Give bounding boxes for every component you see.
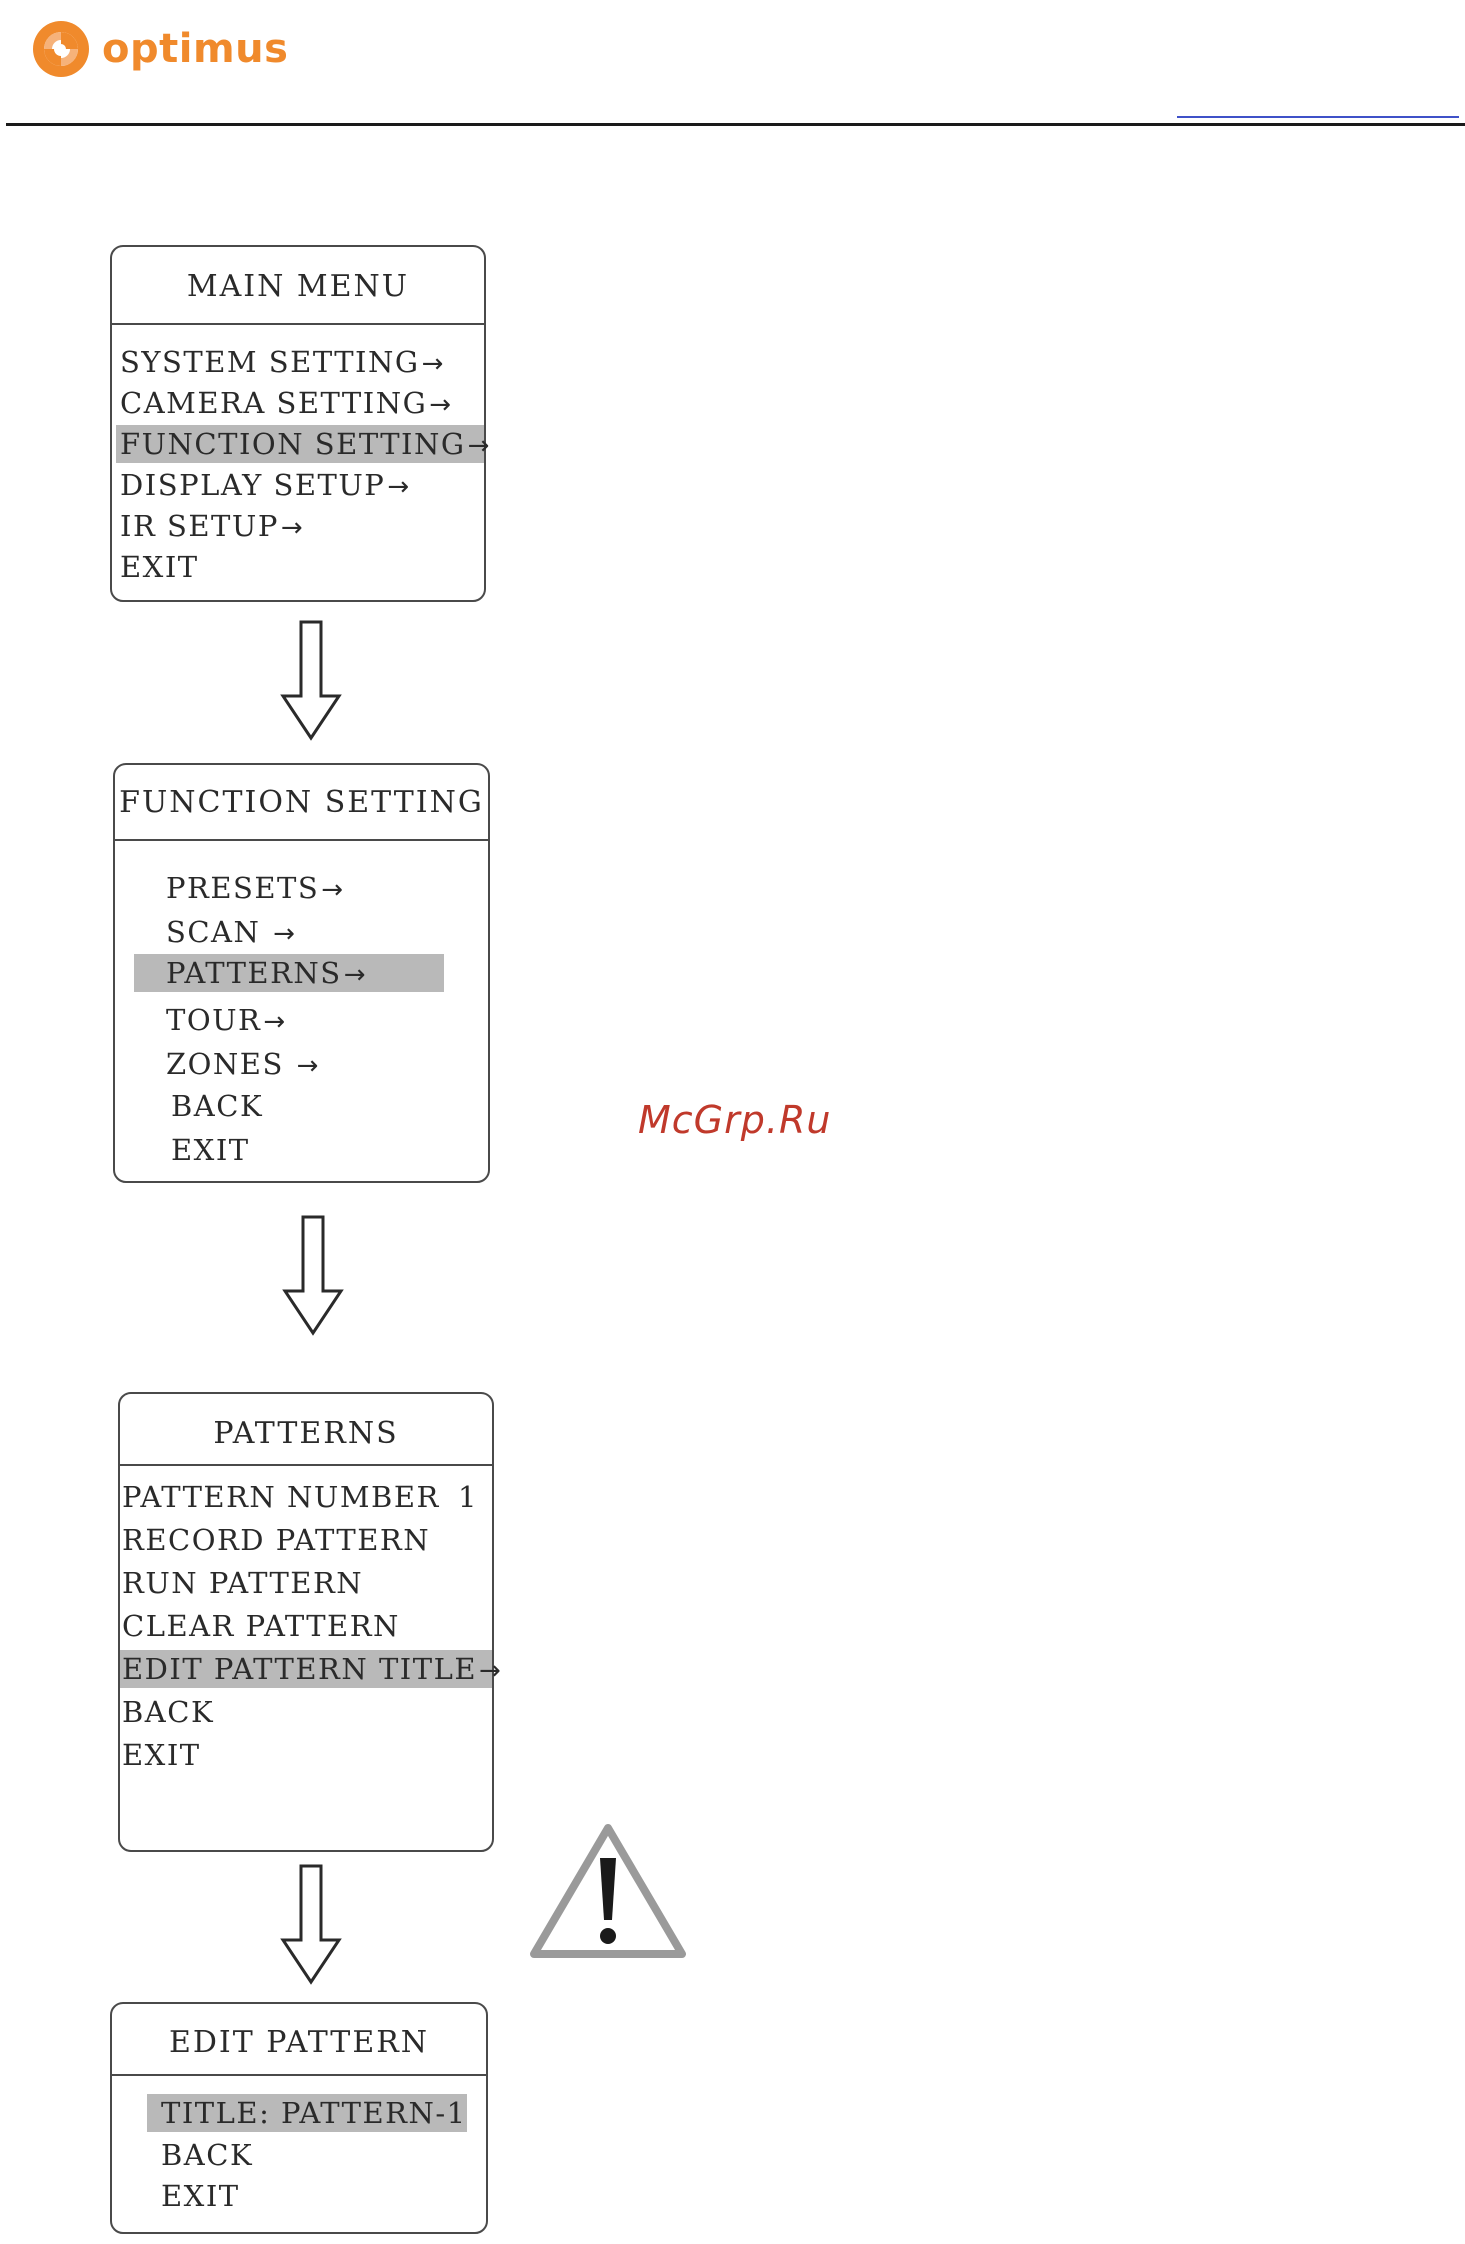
arrow-right-icon: → bbox=[479, 1656, 503, 1686]
menu-item-pattern-number[interactable]: PATTERN NUMBER 1 bbox=[122, 1480, 478, 1514]
arrow-right-icon: → bbox=[429, 390, 453, 420]
arrow-right-icon: → bbox=[421, 349, 445, 379]
menu-item-exit[interactable]: EXIT bbox=[161, 2179, 240, 2213]
menu-item-exit[interactable]: EXIT bbox=[171, 1133, 250, 1167]
menu-item-display-setup[interactable]: DISPLAY SETUP→ bbox=[120, 468, 411, 502]
menu-item-zones[interactable]: ZONES → bbox=[166, 1047, 320, 1081]
edit-pattern-title-menu: EDIT PATTERN TITLE TITLE: PATTERN-1 BACK… bbox=[110, 2002, 488, 2234]
down-arrow-icon bbox=[280, 1864, 342, 1985]
menu-item-record-pattern[interactable]: RECORD PATTERN bbox=[122, 1523, 431, 1557]
menu-item-run-pattern[interactable]: RUN PATTERN bbox=[122, 1566, 364, 1600]
function-setting-menu: FUNCTION SETTING PRESETS→ SCAN → PATTERN… bbox=[113, 763, 490, 1183]
menu-item-exit[interactable]: EXIT bbox=[122, 1738, 201, 1772]
main-menu-title: MAIN MENU bbox=[112, 247, 484, 325]
warning-icon bbox=[530, 1824, 686, 1958]
arrow-right-icon: → bbox=[387, 472, 411, 502]
edit-pattern-title-heading: EDIT PATTERN TITLE bbox=[112, 2004, 486, 2138]
aperture-logo-icon bbox=[33, 21, 89, 77]
menu-item-ir-setup[interactable]: IR SETUP→ bbox=[120, 509, 305, 543]
menu-item-title-value[interactable]: TITLE: PATTERN-1 bbox=[147, 2094, 467, 2132]
down-arrow-icon bbox=[282, 1215, 344, 1336]
arrow-right-icon: → bbox=[280, 513, 305, 543]
menu-item-system-setting[interactable]: SYSTEM SETTING→ bbox=[120, 345, 445, 379]
menu-item-exit[interactable]: EXIT bbox=[120, 550, 199, 584]
patterns-menu: PATTERNS PATTERN NUMBER 1 RECORD PATTERN… bbox=[118, 1392, 503, 1852]
main-menu: MAIN MENU SYSTEM SETTING→ CAMERA SETTING… bbox=[110, 245, 489, 602]
menu-item-presets[interactable]: PRESETS→ bbox=[166, 871, 345, 905]
menu-item-edit-pattern-title[interactable]: EDIT PATTERN TITLE→ bbox=[120, 1650, 503, 1688]
menu-item-tour[interactable]: TOUR→ bbox=[166, 1003, 287, 1037]
menu-item-scan[interactable]: SCAN → bbox=[166, 915, 297, 949]
menu-item-clear-pattern[interactable]: CLEAR PATTERN bbox=[122, 1609, 400, 1643]
patterns-title: PATTERNS bbox=[120, 1394, 492, 1466]
menu-item-function-setting[interactable]: FUNCTION SETTING→ bbox=[116, 425, 489, 463]
arrow-right-icon: → bbox=[343, 960, 367, 990]
function-setting-title: FUNCTION SETTING bbox=[115, 765, 488, 841]
watermark-text: McGrp.Ru bbox=[638, 1098, 832, 1142]
brand-logo: optimus bbox=[30, 16, 288, 82]
arrow-right-icon: → bbox=[263, 1007, 287, 1037]
menu-item-camera-setting[interactable]: CAMERA SETTING→ bbox=[120, 386, 453, 420]
menu-item-back[interactable]: BACK bbox=[122, 1695, 215, 1729]
arrow-right-icon: → bbox=[296, 1051, 320, 1081]
arrow-right-icon: → bbox=[467, 431, 491, 461]
menu-item-back[interactable]: BACK bbox=[161, 2138, 254, 2172]
down-arrow-icon bbox=[280, 620, 342, 741]
menu-item-back[interactable]: BACK bbox=[171, 1089, 264, 1123]
brand-name: optimus bbox=[102, 26, 289, 72]
arrow-right-icon: → bbox=[321, 875, 345, 905]
header-link-underline bbox=[1177, 116, 1459, 118]
arrow-right-icon: → bbox=[273, 919, 297, 949]
menu-item-patterns[interactable]: PATTERNS→ bbox=[134, 954, 444, 992]
header-divider bbox=[6, 123, 1465, 126]
pattern-number-value: 1 bbox=[458, 1480, 478, 1514]
